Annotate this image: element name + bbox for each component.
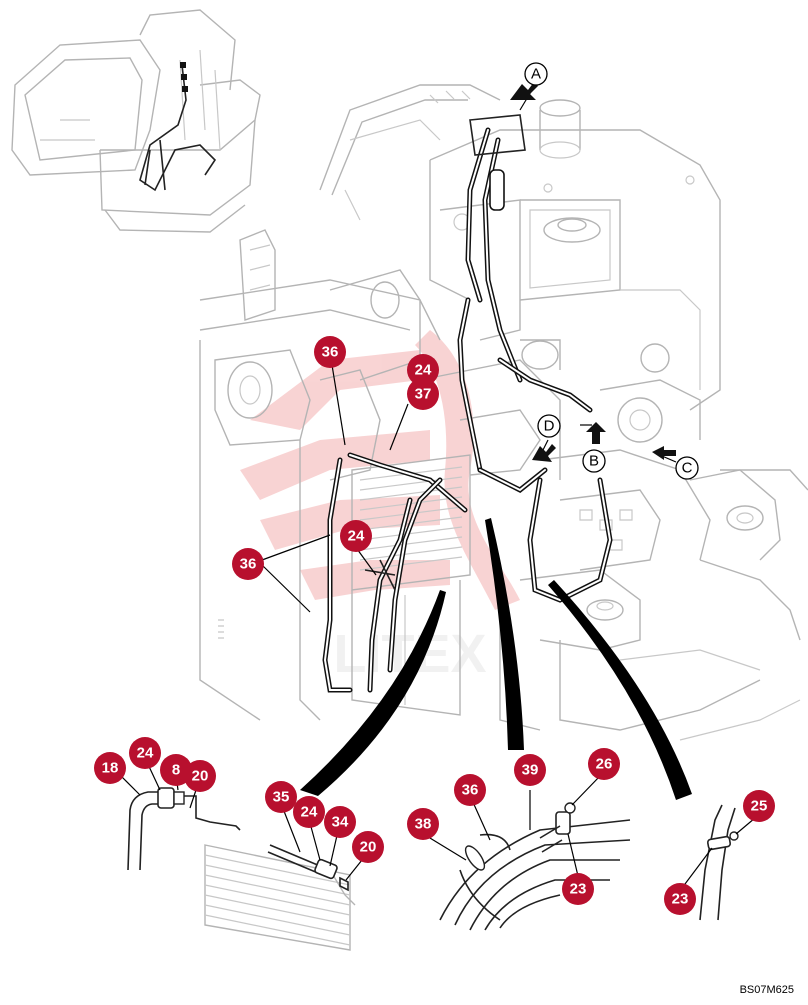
view-letter-c: C <box>675 456 699 480</box>
svg-text:23: 23 <box>570 881 587 898</box>
svg-text:23: 23 <box>672 891 689 908</box>
svg-text:37: 37 <box>415 386 432 403</box>
svg-text:39: 39 <box>522 762 539 779</box>
svg-text:20: 20 <box>360 839 377 856</box>
svg-text:20: 20 <box>192 768 209 785</box>
detail-tube-fitting <box>267 844 349 892</box>
view-letter-a: A <box>524 62 548 86</box>
callout-18: 18 <box>94 752 126 784</box>
svg-text:24: 24 <box>301 804 318 821</box>
leader-lines <box>114 89 756 889</box>
callout-20-tube: 20 <box>352 831 384 863</box>
svg-text:25: 25 <box>751 798 768 815</box>
svg-text:D: D <box>544 418 555 435</box>
callout-24-tube: 24 <box>293 796 325 828</box>
callout-24-top: 24 <box>407 354 439 386</box>
view-arrows <box>510 82 676 462</box>
detail-hose-bundle <box>439 802 631 931</box>
callout-25: 25 <box>743 790 775 822</box>
callout-38: 38 <box>407 808 439 840</box>
svg-text:A: A <box>531 66 541 83</box>
svg-text:B: B <box>589 453 599 470</box>
callout-23-bundle: 23 <box>562 873 594 905</box>
callout-20-cooler: 20 <box>184 760 216 792</box>
callout-26: 26 <box>588 748 620 780</box>
svg-text:8: 8 <box>172 762 180 779</box>
svg-text:18: 18 <box>102 760 119 777</box>
svg-text:36: 36 <box>462 782 479 799</box>
svg-text:26: 26 <box>596 756 613 773</box>
svg-text:35: 35 <box>273 789 290 806</box>
callout-36-top: 36 <box>314 336 346 368</box>
locator-machine-outline <box>11 9 261 233</box>
svg-text:24: 24 <box>415 362 432 379</box>
callout-24-cooler: 24 <box>129 737 161 769</box>
callout-34: 34 <box>324 806 356 838</box>
svg-text:24: 24 <box>137 745 154 762</box>
callout-37: 37 <box>407 378 439 410</box>
svg-text:36: 36 <box>322 344 339 361</box>
svg-text:36: 36 <box>240 556 257 573</box>
detail-cooler-fitting <box>127 787 356 951</box>
callout-36-left: 36 <box>232 548 264 580</box>
callout-35: 35 <box>265 781 297 813</box>
machine-frame-linework <box>199 84 808 741</box>
detail-clamp <box>699 804 739 921</box>
callout-23-clamp: 23 <box>664 883 696 915</box>
callout-36-bundle: 36 <box>454 774 486 806</box>
drawing-code: BS07M625 <box>739 984 794 996</box>
callout-39: 39 <box>514 754 546 786</box>
svg-text:24: 24 <box>348 528 365 545</box>
svg-text:C: C <box>682 460 693 477</box>
svg-text:38: 38 <box>415 816 432 833</box>
view-letter-d: D <box>537 414 561 438</box>
view-letter-b: B <box>582 449 606 473</box>
hose-routing-main <box>322 114 613 693</box>
svg-text:34: 34 <box>332 814 349 831</box>
callout-24-mid: 24 <box>340 520 372 552</box>
detail-pointers <box>300 518 692 800</box>
callout-8: 8 <box>160 754 192 786</box>
